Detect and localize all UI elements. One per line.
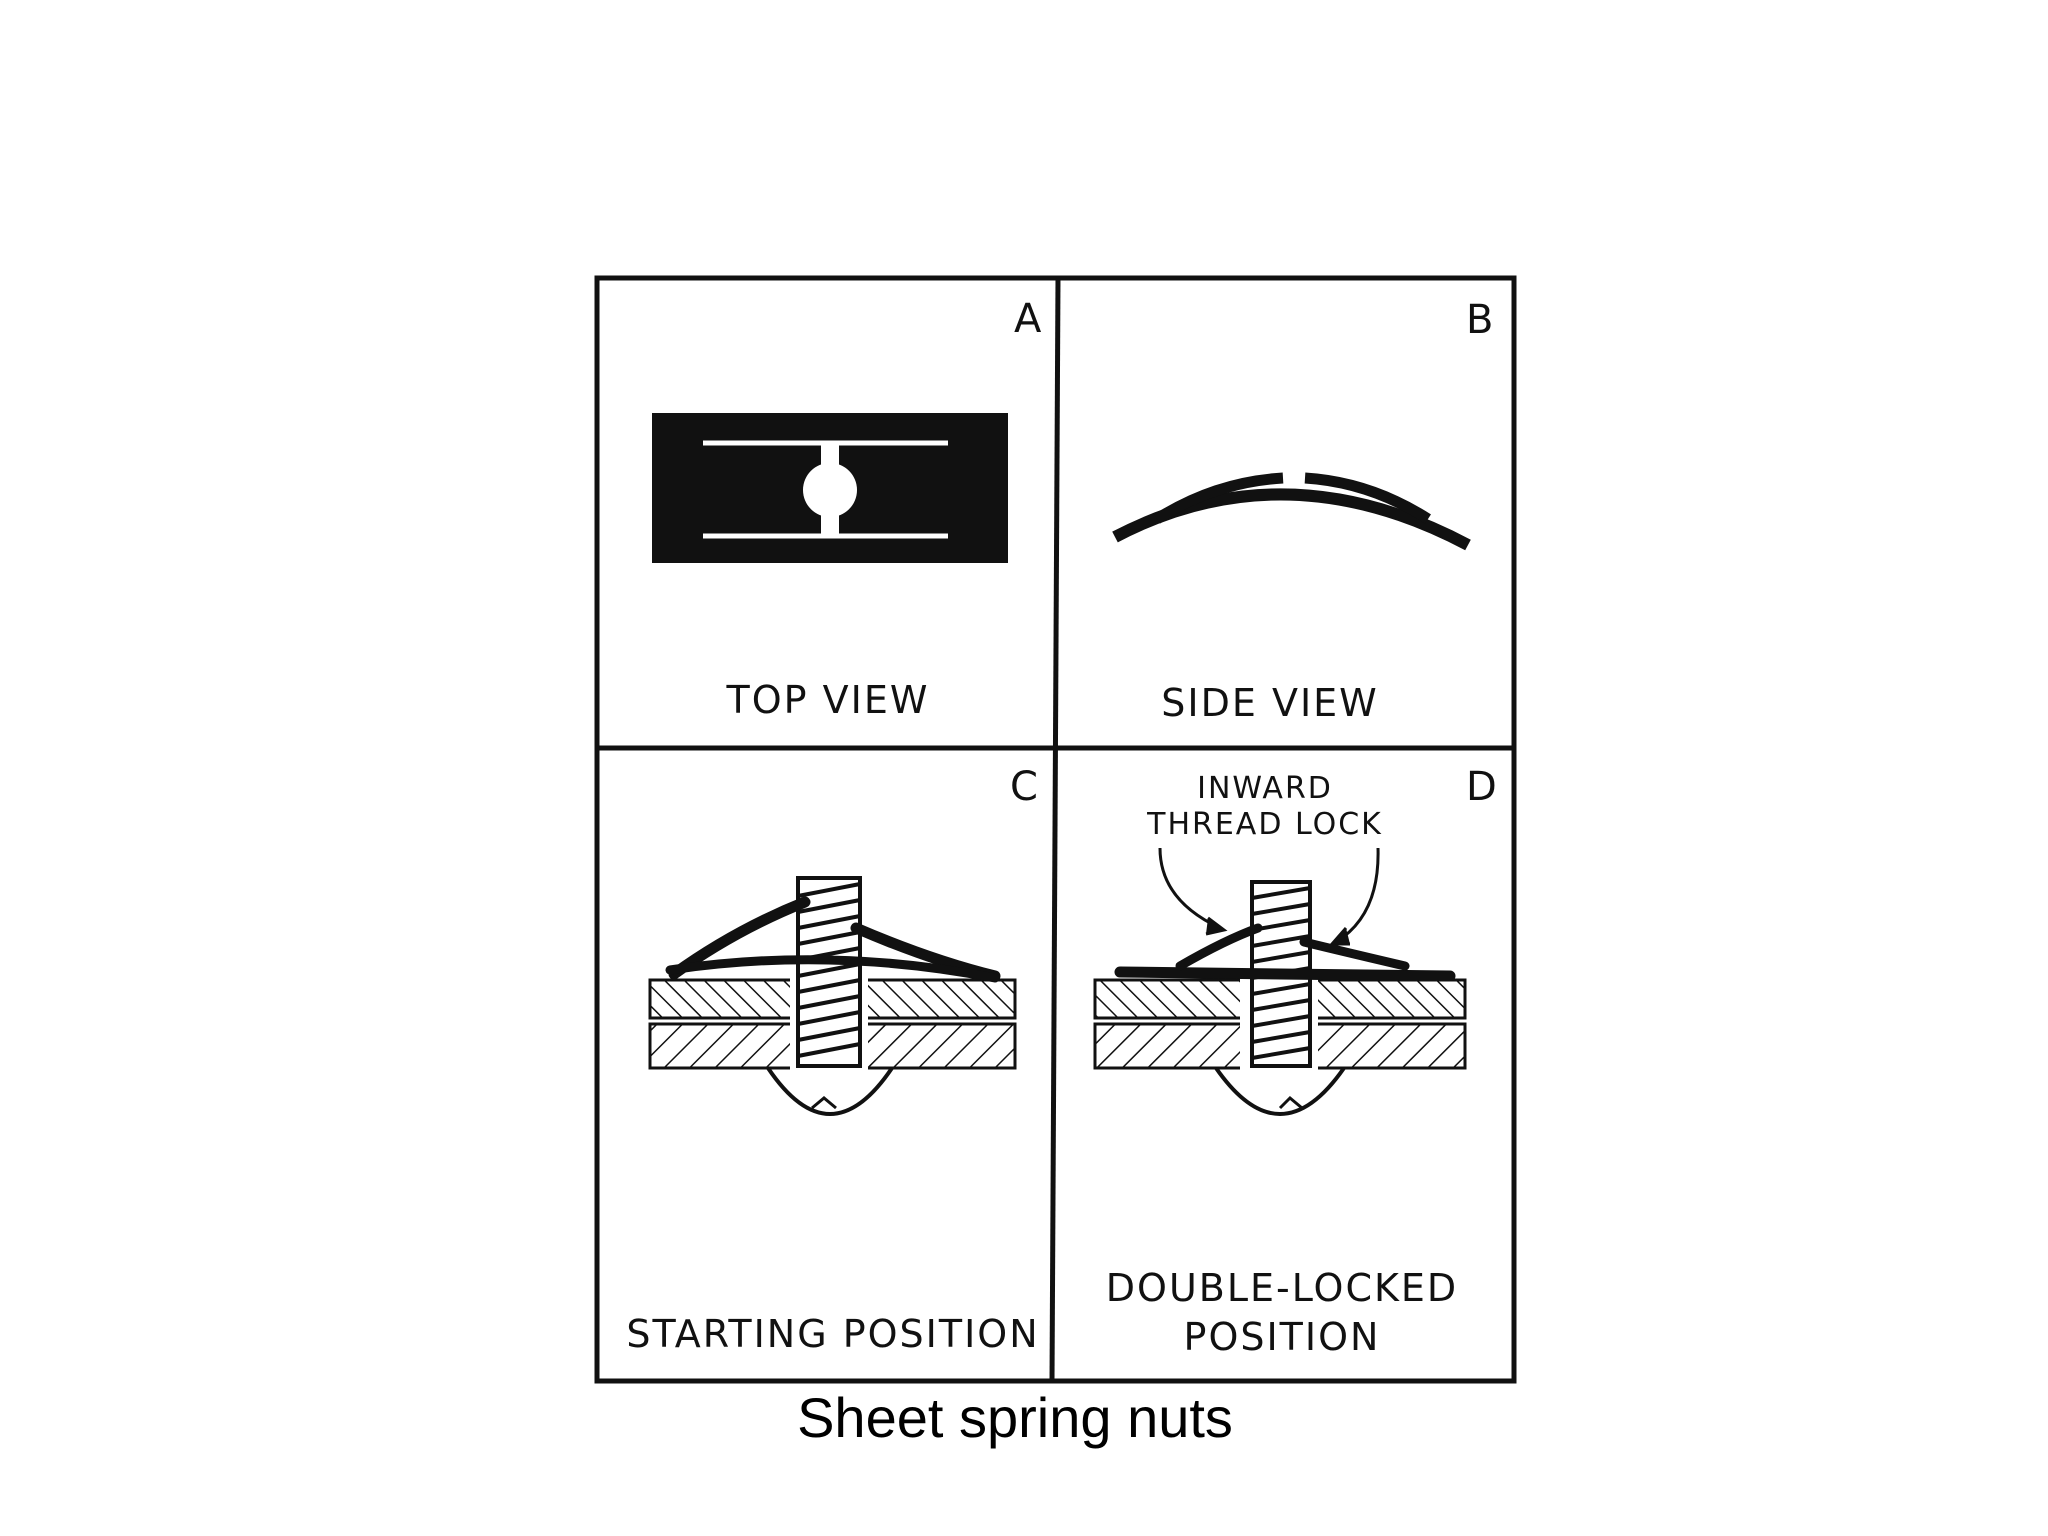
callout-line-2: THREAD LOCK [1146,807,1383,842]
panel-caption-c: STARTING POSITION [626,1312,1039,1356]
callout-arrow-right [1328,847,1380,946]
double-locked-illustration [1093,880,1467,1116]
panel-a: A TOP VIEW [652,296,1043,722]
panel-caption-d-line-1: DOUBLE-LOCKED [1106,1266,1458,1310]
starting-position-illustration [648,876,1017,1116]
callout-arrow-left [1158,847,1228,936]
callout-line-1: INWARD [1197,771,1333,806]
spring-nut-side-view [1112,472,1471,551]
panel-caption-a: TOP VIEW [726,678,930,722]
vertical-divider [1049,277,1061,1382]
panel-c: C [626,764,1040,1356]
panel-b: B SIDE VIEW [1112,297,1495,725]
panel-d: D INWARD THREAD LOCK [1093,764,1499,1359]
panel-letter-b: B [1466,297,1495,343]
panel-letter-d: D [1466,764,1499,810]
spring-nut-top-view [652,413,1008,563]
panel-caption-b: SIDE VIEW [1161,681,1378,725]
slide-caption: Sheet spring nuts [797,1386,1233,1449]
panel-letter-a: A [1014,296,1043,342]
panel-caption-d-line-2: POSITION [1184,1315,1381,1359]
panel-letter-c: C [1010,764,1040,810]
